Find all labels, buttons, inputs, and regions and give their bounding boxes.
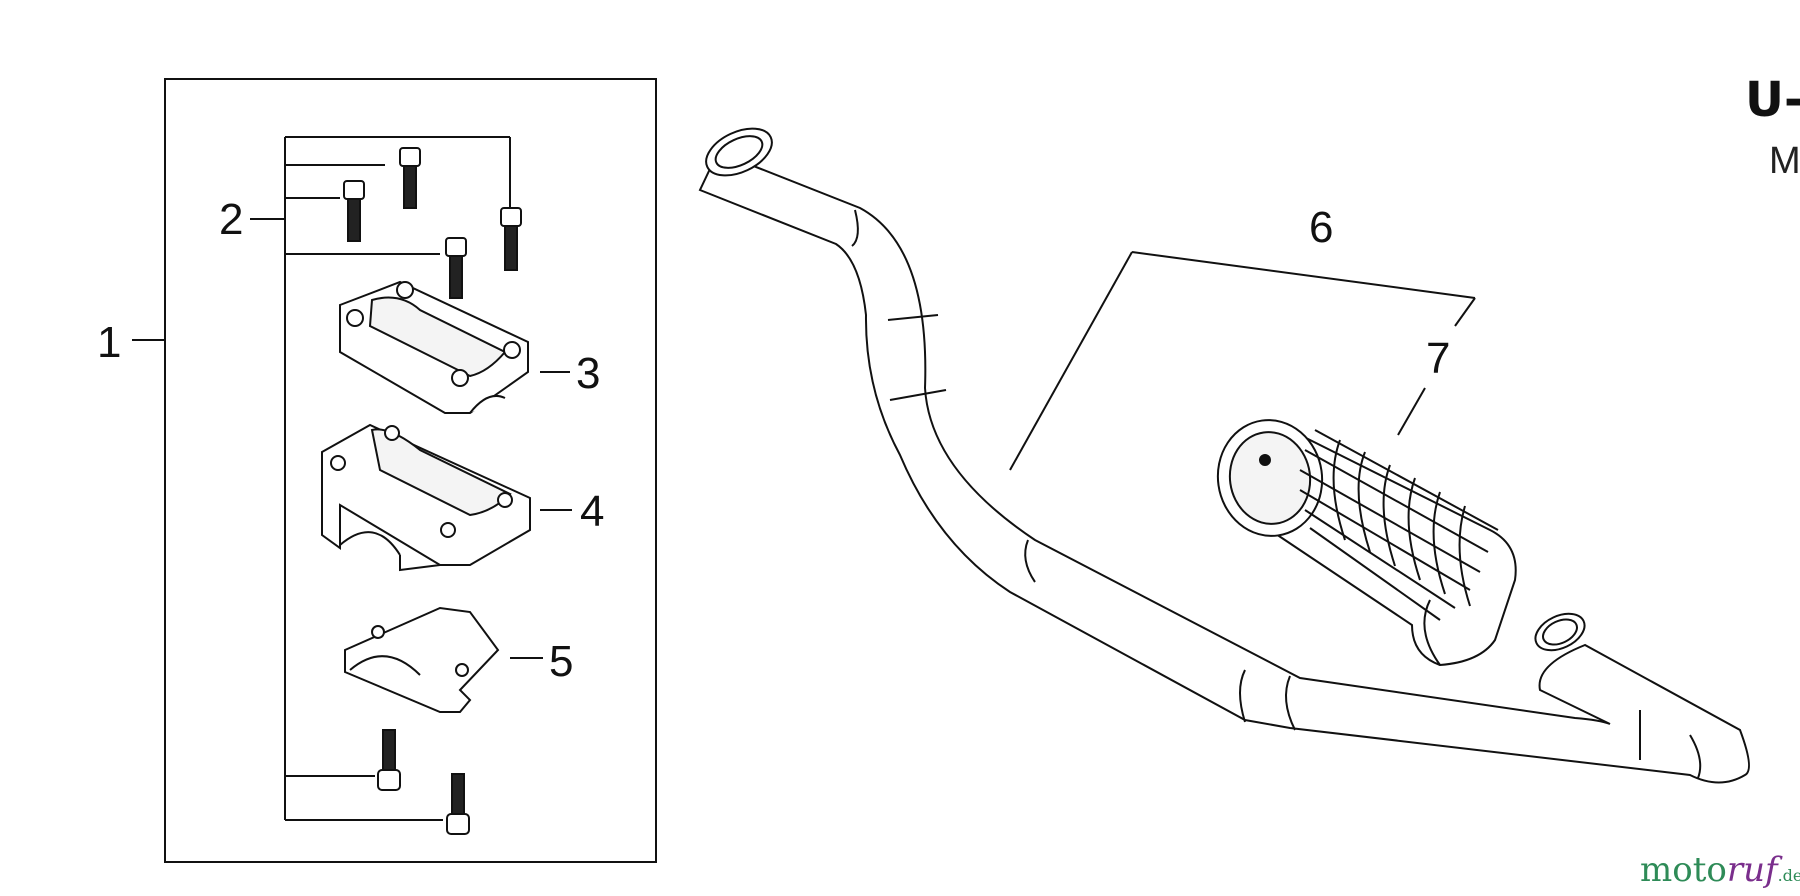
callout-1: 1 bbox=[97, 318, 122, 367]
upper-clamp bbox=[339, 280, 529, 414]
watermark-main: moto bbox=[1640, 850, 1727, 890]
leader-7 bbox=[1397, 387, 1426, 436]
bolt-top-center bbox=[399, 147, 421, 209]
bolt-left bbox=[343, 180, 365, 242]
bolt-lower-right bbox=[446, 773, 470, 835]
callout-3: 3 bbox=[576, 349, 601, 398]
bolt-group-bracket bbox=[250, 136, 511, 821]
callout-2: 2 bbox=[219, 195, 244, 244]
callout-4: 4 bbox=[580, 487, 605, 536]
bolt-lower-left bbox=[377, 729, 401, 791]
lower-clamp bbox=[321, 423, 531, 572]
mount-bracket bbox=[344, 606, 500, 713]
watermark: motoruf.de bbox=[1640, 850, 1800, 890]
callout-6: 6 bbox=[1309, 203, 1334, 252]
assembly-frame bbox=[164, 78, 657, 863]
watermark-accent: ruf bbox=[1726, 850, 1778, 890]
diagram-code-heading: U- bbox=[1745, 72, 1800, 128]
diagram-subheading: M bbox=[1769, 140, 1800, 182]
bolt-center bbox=[445, 237, 467, 299]
callout-5: 5 bbox=[549, 637, 574, 686]
handlebar bbox=[698, 127, 1750, 784]
watermark-tld: .de bbox=[1777, 866, 1800, 885]
leader-6 bbox=[1009, 251, 1476, 471]
callout-7: 7 bbox=[1426, 334, 1451, 383]
hand-grip bbox=[1216, 419, 1517, 667]
bolt-right bbox=[500, 207, 522, 271]
